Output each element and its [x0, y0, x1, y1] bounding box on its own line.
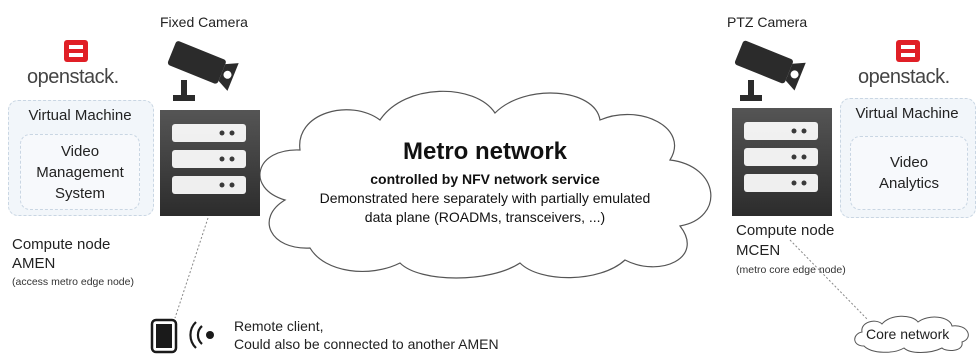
- video-management-system: Video Management System: [20, 134, 140, 210]
- openstack-brand-right: openstack.: [858, 66, 950, 88]
- metro-network-desc-line1: Demonstrated here separately with partia…: [319, 190, 651, 206]
- metro-network-cloud: [259, 90, 712, 279]
- compute-node-left-desc: (access metro edge node): [12, 276, 134, 288]
- ptz-camera-icon: [734, 40, 806, 101]
- openstack-brand-left: openstack.: [27, 66, 119, 88]
- vm-title-right: Virtual Machine: [855, 105, 959, 122]
- openstack-logo-icon: [64, 40, 88, 62]
- core-network-label: Core network: [866, 326, 950, 342]
- core-network-cloud: [854, 315, 969, 353]
- compute-node-left-title: Compute node: [12, 236, 111, 253]
- metro-network-subtitle: controlled by NFV network service: [370, 171, 600, 187]
- compute-node-right-desc: (metro core edge node): [736, 264, 846, 276]
- wireless-signal-icon: [189, 321, 214, 349]
- video-analytics: Video Analytics: [850, 136, 968, 210]
- metro-network-title: Metro network: [402, 138, 567, 165]
- remote-client-line2: Could also be connected to another AMEN: [234, 336, 499, 352]
- openstack-logo-icon: [896, 40, 920, 62]
- server-icon-left: [160, 110, 260, 216]
- compute-node-left-name: AMEN: [12, 255, 56, 272]
- vm-title-left: Virtual Machine: [28, 107, 132, 124]
- tablet-icon: [150, 318, 178, 354]
- ptz-camera-label: PTZ Camera: [727, 14, 808, 30]
- remote-client-line1: Remote client,: [234, 318, 324, 334]
- compute-node-right-title: Compute node: [736, 222, 835, 239]
- fixed-camera-label: Fixed Camera: [160, 14, 248, 30]
- server-icon-right: [732, 108, 832, 216]
- compute-node-right-name: MCEN: [736, 242, 781, 259]
- fixed-camera-icon: [167, 41, 239, 101]
- metro-network-desc-line2: data plane (ROADMs, transceivers, ...): [364, 209, 606, 225]
